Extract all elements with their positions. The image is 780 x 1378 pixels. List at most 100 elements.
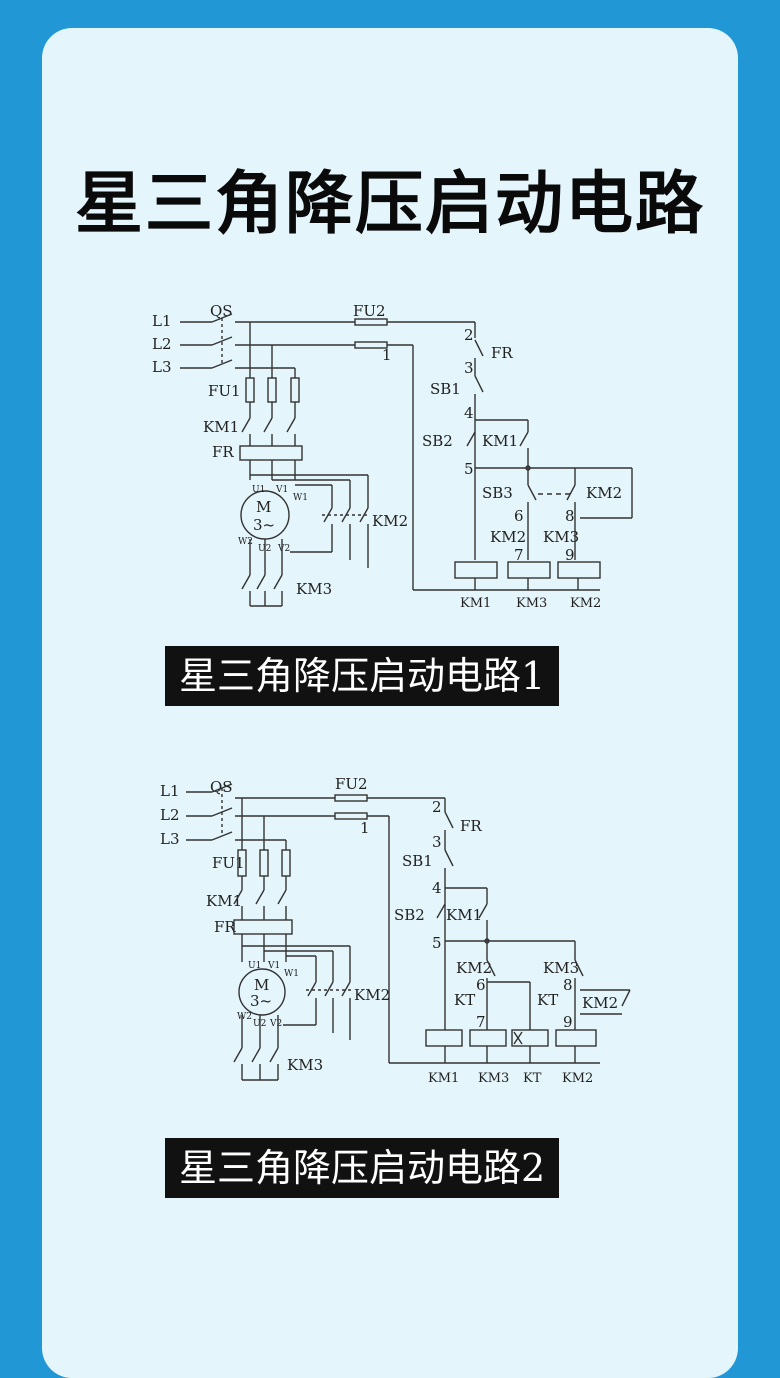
label-w1: W1 xyxy=(293,493,308,503)
contact xyxy=(474,375,484,393)
circuit-svg-2: L1 L2 L3 QS FU2 1 FU1 KM1 FR M 3~ U1 V1 … xyxy=(160,775,631,1086)
label-sb1: SB1 xyxy=(402,852,433,870)
label-node-1: 1 xyxy=(360,819,370,837)
label-motor-3: 3~ xyxy=(250,992,272,1010)
label-coil-km3: KM3 xyxy=(516,596,547,611)
label-l2: L2 xyxy=(152,335,172,353)
contact xyxy=(251,1047,261,1063)
label-node-9: 9 xyxy=(563,1013,573,1031)
fuse xyxy=(267,377,277,403)
label-sb3: SB3 xyxy=(482,484,513,502)
contact xyxy=(277,889,287,905)
contact xyxy=(474,339,484,357)
contact xyxy=(436,903,446,919)
contact xyxy=(286,417,296,433)
switch-blade xyxy=(211,831,233,841)
contact xyxy=(566,484,576,501)
label-node-8: 8 xyxy=(565,507,575,525)
contact xyxy=(241,574,251,590)
coil-km3 xyxy=(469,1029,507,1047)
label-l1: L1 xyxy=(152,312,172,330)
label-sb1: SB1 xyxy=(430,380,461,398)
contact xyxy=(486,959,496,977)
contact xyxy=(241,417,251,433)
label-km1-main: KM1 xyxy=(203,418,239,436)
contact xyxy=(324,981,334,997)
contact xyxy=(255,889,265,905)
contact xyxy=(269,1047,279,1063)
label-node-5: 5 xyxy=(432,934,442,952)
thermal-relay xyxy=(239,445,303,461)
contact xyxy=(444,849,454,867)
label-kt-b: KT xyxy=(537,991,558,1009)
label-u1: U1 xyxy=(248,961,261,971)
label-l3: L3 xyxy=(152,358,172,376)
label-fr-contact: FR xyxy=(491,344,513,362)
contact xyxy=(444,811,454,829)
contact xyxy=(519,431,529,447)
label-km2-main: KM2 xyxy=(354,986,390,1004)
label-node-9: 9 xyxy=(565,546,575,564)
label-coil-km1: KM1 xyxy=(460,596,491,611)
contact xyxy=(478,903,488,919)
label-coil-km2: KM2 xyxy=(562,1071,593,1086)
label-sb2: SB2 xyxy=(394,906,425,924)
label-km2-il: KM2 xyxy=(490,528,526,546)
label-fu2: FU2 xyxy=(353,302,386,320)
motor xyxy=(238,968,286,1016)
label-fu1: FU1 xyxy=(208,382,241,400)
circuit-diagram-2: L1 L2 L3 QS FU2 1 FU1 KM1 FR M 3~ U1 V1 … xyxy=(0,770,780,1100)
label-km2-hold: KM2 xyxy=(582,994,618,1012)
label-kt-a: KT xyxy=(454,991,475,1009)
label-qs: QS xyxy=(210,302,233,320)
label-v1: V1 xyxy=(267,961,280,971)
label-km3-il: KM3 xyxy=(543,959,579,977)
label-coil-km2: KM2 xyxy=(570,596,601,611)
label-v2: V2 xyxy=(277,544,290,554)
label-km3-main: KM3 xyxy=(287,1056,323,1074)
label-motor-m: M xyxy=(254,976,269,994)
label-w2: W2 xyxy=(237,1012,252,1022)
coil-km1 xyxy=(425,1029,463,1047)
label-km2-main: KM2 xyxy=(372,512,408,530)
label-km3-il: KM3 xyxy=(543,528,579,546)
coil-km2 xyxy=(555,1029,597,1047)
label-node-7: 7 xyxy=(476,1013,486,1031)
fuse xyxy=(290,377,300,403)
label-km1-aux: KM1 xyxy=(482,432,518,450)
label-l3: L3 xyxy=(160,830,180,848)
label-km3-main: KM3 xyxy=(296,580,332,598)
contact xyxy=(233,889,243,905)
label-motor-3: 3~ xyxy=(253,516,275,534)
label-qs: QS xyxy=(210,778,233,796)
contact xyxy=(574,959,584,977)
page-title: 星三角降压启动电路 xyxy=(74,165,705,244)
label-fr-contact: FR xyxy=(460,817,482,835)
contact xyxy=(263,417,273,433)
label-node-1: 1 xyxy=(382,346,392,364)
label-coil-km3: KM3 xyxy=(478,1071,509,1086)
label-w2: W2 xyxy=(238,537,253,547)
fuse xyxy=(245,377,255,403)
label-node-4: 4 xyxy=(464,404,474,422)
label-l2: L2 xyxy=(160,806,180,824)
contact xyxy=(466,431,476,447)
label-node-2: 2 xyxy=(464,326,474,344)
contact xyxy=(273,574,283,590)
label-node-5: 5 xyxy=(464,460,474,478)
label-km2-il: KM2 xyxy=(456,959,492,977)
label-node-6: 6 xyxy=(476,976,486,994)
caption-diagram-1: 星三角降压启动电路1 xyxy=(165,646,560,706)
kt-mark xyxy=(513,1031,523,1045)
circuit-svg-1: L1 L2 L3 QS FU2 1 FU1 KM1 FR M 3~ U1 V xyxy=(152,302,633,611)
label-km1-main: KM1 xyxy=(206,892,242,910)
label-fu1: FU1 xyxy=(212,854,245,872)
label-node-7: 7 xyxy=(514,546,524,564)
label-node-4: 4 xyxy=(432,879,442,897)
contact xyxy=(256,574,266,590)
label-sb2: SB2 xyxy=(422,432,453,450)
label-km1-aux: KM1 xyxy=(446,906,482,924)
fuse xyxy=(259,849,269,877)
switch-blade xyxy=(211,359,233,369)
label-fr: FR xyxy=(212,443,234,461)
